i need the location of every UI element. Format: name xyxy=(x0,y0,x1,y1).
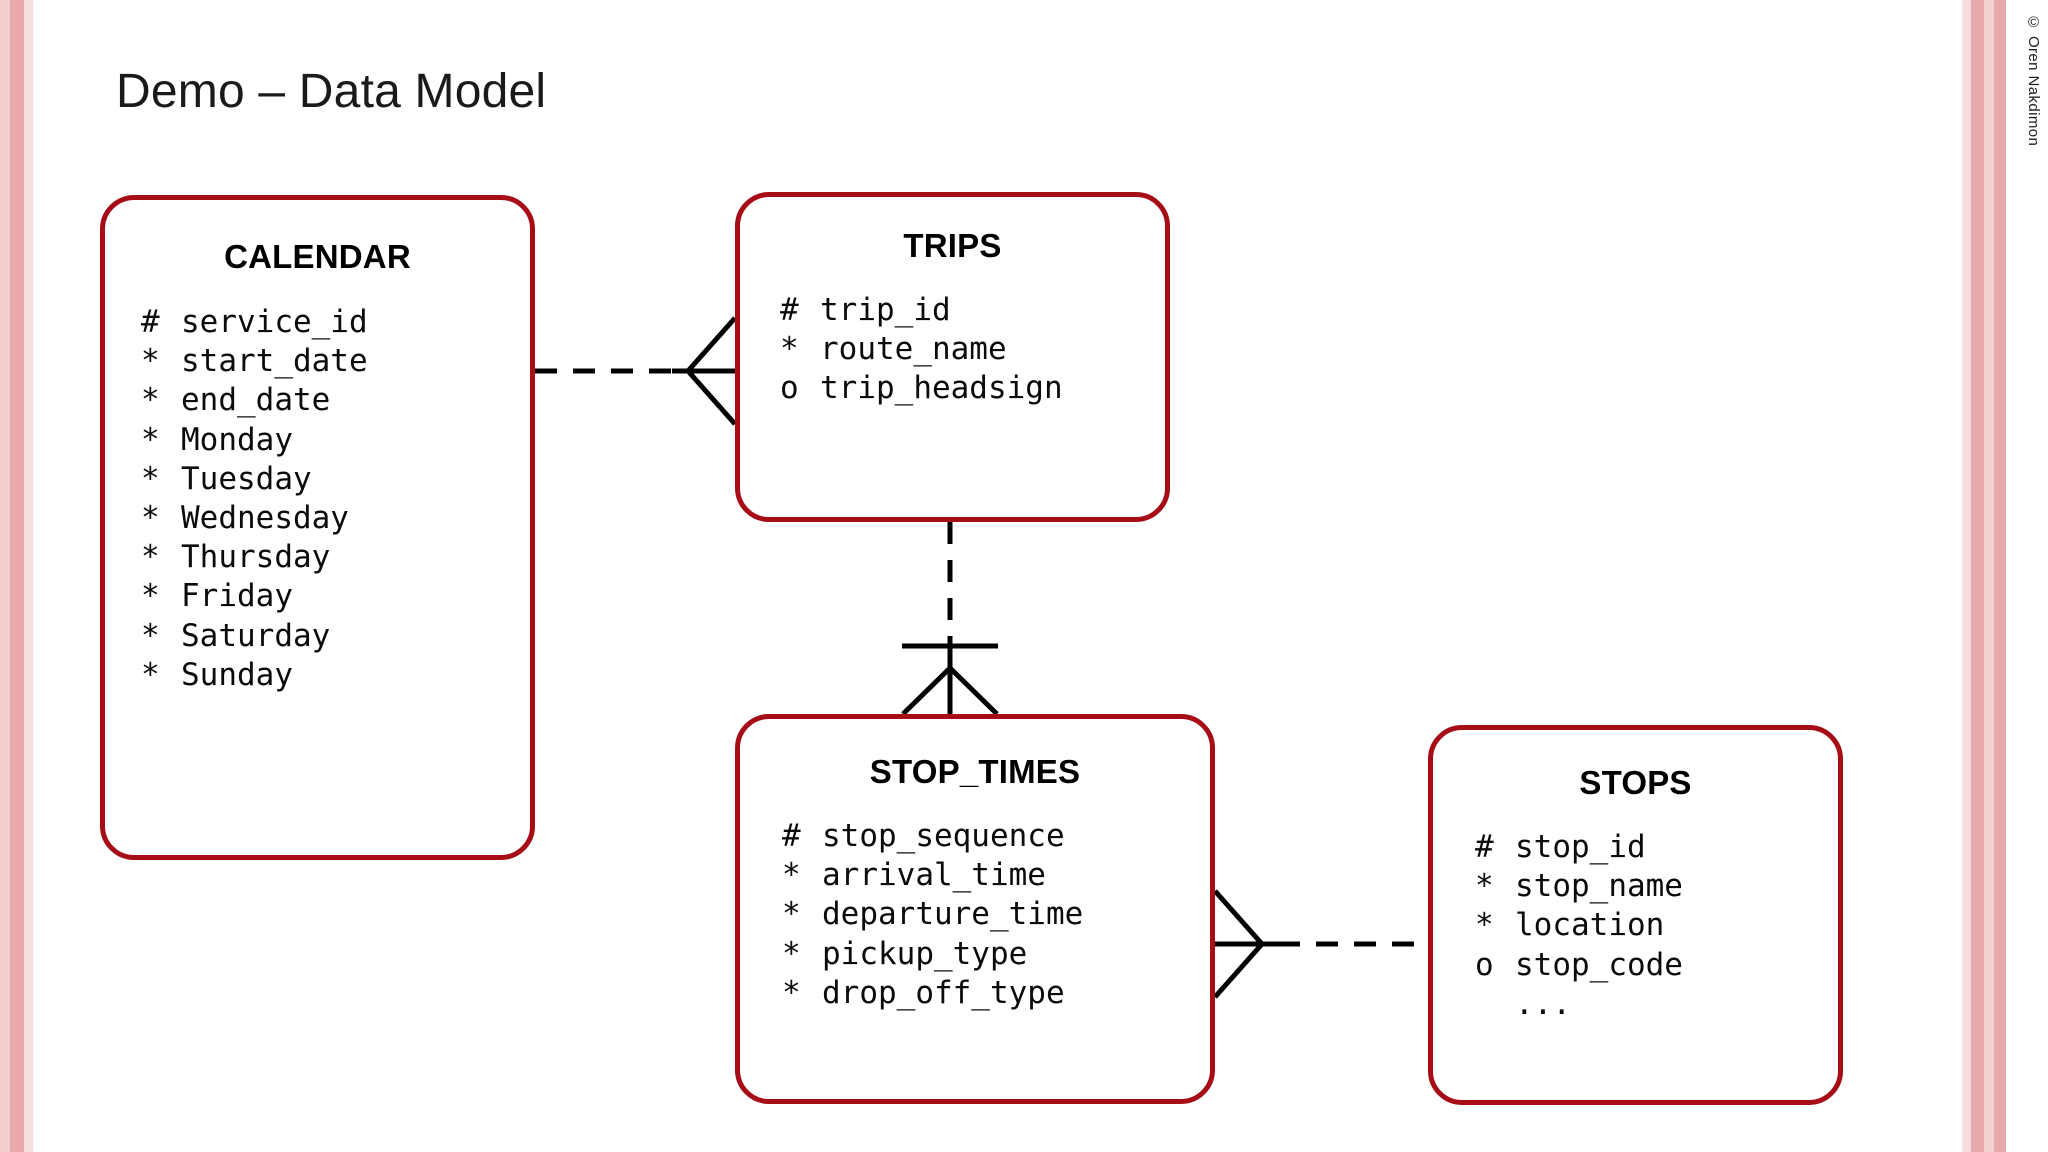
attribute-row: * location xyxy=(1475,906,1838,945)
attribute-row: o trip_headsign xyxy=(780,369,1165,408)
attribute-name: service_id xyxy=(181,304,368,340)
attribute-mark: * xyxy=(141,500,160,537)
attribute-name: location xyxy=(1515,907,1665,944)
attribute-name: start_date xyxy=(181,343,368,380)
attribute-row: * Saturday xyxy=(141,617,530,656)
decorative-stripe-right-b xyxy=(1971,0,1984,1152)
attribute-mark: * xyxy=(141,460,160,497)
attribute-row: * departure_time xyxy=(782,895,1210,934)
attribute-row: * start_date xyxy=(141,342,530,381)
attribute-row: * Friday xyxy=(141,577,530,616)
relationship-trips-stoptimes xyxy=(901,522,999,716)
attribute-row: * Wednesday xyxy=(141,499,530,538)
attribute-row: * Sunday xyxy=(141,656,530,695)
attribute-name: Sunday xyxy=(181,656,293,693)
relationship-calendar-trips xyxy=(535,316,737,426)
page-title: Demo – Data Model xyxy=(116,65,547,118)
attribute-mark: # xyxy=(780,292,799,328)
attribute-row: * stop_name xyxy=(1475,867,1838,906)
attribute-name: Friday xyxy=(181,578,293,615)
attribute-row: * route_name xyxy=(780,330,1165,369)
attribute-row: # trip_id xyxy=(780,291,1165,330)
attribute-name: Wednesday xyxy=(181,500,349,537)
attribute-row: # stop_sequence xyxy=(782,817,1210,856)
decorative-stripe-left-mid xyxy=(10,0,24,1152)
entity-box-calendar[interactable]: CALENDAR # service_id * start_date * end… xyxy=(100,195,535,860)
attribute-list-calendar: # service_id * start_date * end_date * M… xyxy=(141,303,530,695)
attribute-list-trips: # trip_id * route_name o trip_headsign xyxy=(780,291,1165,409)
decorative-stripe-right-a xyxy=(1962,0,1971,1152)
attribute-name: stop_code xyxy=(1515,946,1683,983)
attribute-mark: o xyxy=(780,370,799,407)
attribute-list-stop-times: # stop_sequence * arrival_time * departu… xyxy=(782,817,1210,1013)
attribute-name: stop_name xyxy=(1515,868,1683,905)
attribute-mark: # xyxy=(782,818,801,854)
attribute-list-stops: # stop_id * stop_name * location o stop_… xyxy=(1475,828,1838,1024)
attribute-name: Thursday xyxy=(181,539,331,576)
attribute-name: ... xyxy=(1515,985,1571,1022)
attribute-row: o stop_code xyxy=(1475,946,1838,985)
entity-title-stop-times: STOP_TIMES xyxy=(869,753,1081,790)
attribute-row: * Monday xyxy=(141,421,530,460)
attribute-mark: * xyxy=(1475,868,1494,905)
attribute-row: * arrival_time xyxy=(782,856,1210,895)
attribute-name: drop_off_type xyxy=(822,974,1065,1011)
attribute-mark: * xyxy=(141,539,160,576)
attribute-mark: * xyxy=(782,974,801,1011)
attribute-mark: * xyxy=(141,382,160,419)
attribute-name: Saturday xyxy=(181,617,331,654)
entity-title-stops: STOPS xyxy=(1579,764,1692,801)
attribute-name: trip_id xyxy=(820,292,951,328)
decorative-stripe-right-d xyxy=(1994,0,2006,1152)
entity-title-calendar: CALENDAR xyxy=(224,238,411,275)
attribute-mark: * xyxy=(782,896,801,933)
attribute-mark: * xyxy=(141,421,160,458)
attribute-row: ... xyxy=(1475,985,1838,1024)
attribute-name: Tuesday xyxy=(181,460,312,497)
attribute-name: trip_headsign xyxy=(820,370,1063,407)
attribute-mark: * xyxy=(141,656,160,693)
attribute-name: Monday xyxy=(181,421,293,458)
attribute-row: * end_date xyxy=(141,381,530,420)
attribute-name: end_date xyxy=(181,382,331,419)
entity-box-stops[interactable]: STOPS # stop_id * stop_name * location o… xyxy=(1428,725,1843,1105)
attribute-mark: # xyxy=(141,304,160,340)
attribute-mark: # xyxy=(1475,829,1494,865)
copyright-notice: © Oren Nakdimon xyxy=(2025,14,2042,147)
attribute-row: * Thursday xyxy=(141,538,530,577)
attribute-row: * Tuesday xyxy=(141,460,530,499)
decorative-stripe-left-outer xyxy=(0,0,10,1152)
attribute-row: * pickup_type xyxy=(782,935,1210,974)
decorative-stripe-right-c xyxy=(1984,0,1994,1152)
attribute-mark: * xyxy=(141,617,160,654)
attribute-mark: o xyxy=(1475,946,1494,983)
attribute-row: * drop_off_type xyxy=(782,974,1210,1013)
attribute-mark: * xyxy=(141,578,160,615)
attribute-name: stop_sequence xyxy=(822,818,1065,854)
relationship-stoptimes-stops xyxy=(1213,889,1428,999)
attribute-name: departure_time xyxy=(822,896,1084,933)
entity-box-trips[interactable]: TRIPS # trip_id * route_name o trip_head… xyxy=(735,192,1170,522)
attribute-mark: * xyxy=(782,857,801,894)
attribute-mark: * xyxy=(780,331,799,368)
attribute-name: arrival_time xyxy=(822,857,1046,894)
decorative-stripe-right-e xyxy=(2006,0,2048,1152)
attribute-row: # service_id xyxy=(141,303,530,342)
entity-title-trips: TRIPS xyxy=(903,227,1002,264)
decorative-stripe-left-inner xyxy=(24,0,33,1152)
attribute-mark: * xyxy=(782,935,801,972)
attribute-name: route_name xyxy=(820,331,1007,368)
entity-box-stop-times[interactable]: STOP_TIMES # stop_sequence * arrival_tim… xyxy=(735,714,1215,1104)
attribute-name: stop_id xyxy=(1515,829,1646,865)
attribute-name: pickup_type xyxy=(822,935,1028,972)
attribute-mark: * xyxy=(1475,907,1494,944)
attribute-row: # stop_id xyxy=(1475,828,1838,867)
attribute-mark: * xyxy=(141,343,160,380)
